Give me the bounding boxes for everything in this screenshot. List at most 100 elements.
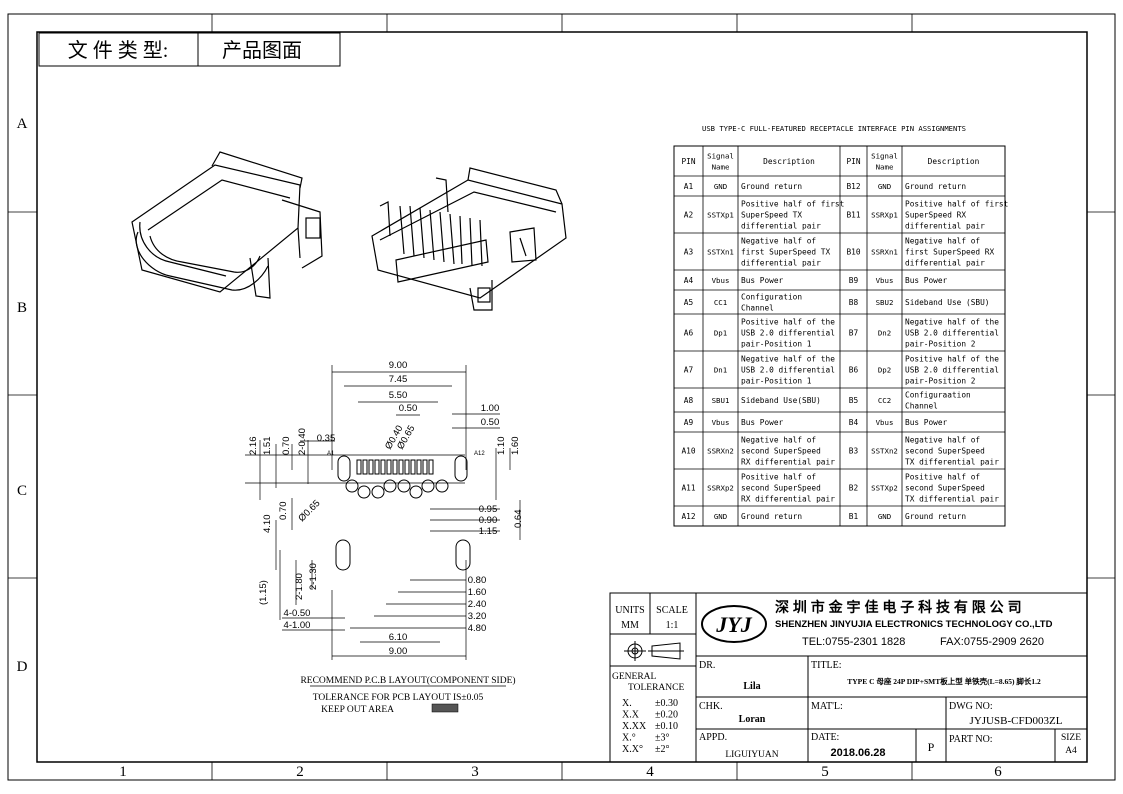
scale-label: SCALE	[656, 605, 688, 616]
pin-table-cell: A5	[684, 298, 694, 307]
frame-row-letter: A	[17, 116, 28, 132]
pin-table-cell: Dn2	[878, 329, 891, 338]
pin-table-cell: A1	[684, 182, 694, 191]
tolerance-format: X.	[622, 698, 632, 709]
dim-1-51: 1.51	[262, 437, 273, 456]
dim-0-70-mid: 0.70	[278, 502, 289, 521]
pin-table-cell: A11	[681, 484, 695, 493]
pin-table-cell: A3	[684, 248, 694, 257]
pin-table-cell: Vbus	[876, 276, 894, 285]
pin-table-header: Description	[763, 157, 815, 166]
pin-table-cell: A4	[684, 276, 694, 285]
pin-table-cell: Ground return	[741, 182, 802, 191]
frame-row-letter: C	[17, 483, 27, 499]
pin-table-cell: B12	[846, 182, 860, 191]
title-block: UNITS MM SCALE 1:1 GENERAL TOLERANCE X.±…	[609, 592, 1088, 763]
company-name-cn: 深 圳 市 金 宇 佳 电 子 科 技 有 限 公 司	[775, 599, 1022, 615]
dim-2-1-80: 2-1.80	[294, 573, 305, 600]
pcb-layout: 9.00 7.45 5.50 0.50 1.00 0.50 0.35 2.16 …	[245, 360, 524, 715]
tolerance-value: ±0.10	[655, 721, 678, 732]
dim-0-95: 0.95	[479, 504, 498, 515]
dr-value: Lila	[743, 681, 760, 692]
pin-table-header: PIN	[681, 157, 695, 166]
pin-table-cell: Vbus	[712, 418, 730, 427]
pin-table-cell: SSTXn2	[871, 447, 898, 456]
pin-table-header: Description	[928, 157, 980, 166]
tolerance-list: X.±0.30X.X±0.20X.XX±0.10X.°±3°X.X°±2°	[622, 698, 678, 755]
pin-table-cell: B5	[849, 396, 859, 405]
frame-col-number: 2	[296, 764, 304, 780]
connector-iso-view-rear	[371, 167, 567, 311]
pin-table-cell: B11	[846, 211, 860, 220]
frame-col-number: 5	[821, 764, 829, 780]
tolerance-value: ±3°	[655, 733, 670, 744]
pcb-tolerance-note: TOLERANCE FOR PCB LAYOUT IS±0.05	[313, 693, 484, 703]
pin-table-cell: Vbus	[712, 276, 730, 285]
pin-table-cell: SSTXp2	[871, 484, 898, 493]
revision-value: P	[928, 740, 935, 754]
tolerance-format: X.X	[622, 710, 640, 721]
pin-table-cell: B8	[849, 298, 859, 307]
pin-table-cell: SBU1	[712, 396, 730, 405]
pin-table-cell: GND	[878, 512, 891, 521]
dwg-label: DWG NO:	[949, 701, 993, 712]
frame-col-number: 4	[646, 764, 654, 780]
dim-hole-0-65-mid: Ø0.65	[296, 498, 322, 524]
date-value: 2018.06.28	[830, 747, 885, 759]
frame-row-letter: B	[17, 300, 27, 316]
pin-table-cell: Bus Power	[905, 276, 948, 285]
dim-0-70: 0.70	[281, 437, 292, 456]
pin-table-title: USB TYPE-C FULL-FEATURED RECEPTACLE INTE…	[702, 124, 966, 133]
pin-table-cell: Bus Power	[905, 418, 948, 427]
pin-table-cell: A9	[684, 418, 694, 427]
company-logo: JYJ	[701, 605, 767, 643]
tolerance-label: TOLERANCE	[628, 683, 684, 693]
dim-2-40: 2.40	[468, 599, 487, 610]
pin-label-a1: A1	[327, 451, 335, 457]
pin-table-cell: GND	[714, 182, 727, 191]
pin-table-cell: B1	[849, 512, 859, 521]
smt-pad-row	[356, 459, 434, 475]
doc-type-value: 产品图面	[222, 39, 302, 62]
size-label: SIZE	[1061, 733, 1081, 743]
pin-table-cell: B2	[849, 484, 859, 493]
pin-table-cell: Bus Power	[741, 418, 784, 427]
dim-5-50: 5.50	[389, 390, 408, 401]
dim-1-60-low: 1.60	[468, 587, 487, 598]
tolerance-value: ±2°	[655, 744, 670, 755]
outer-frame	[7, 13, 1116, 781]
doc-type-label: 文 件 类 型:	[68, 39, 169, 62]
pin-table-cell: A12	[681, 512, 695, 521]
pin-table-cell: Dp2	[878, 366, 891, 375]
company-tel: TEL:0755-2301 1828	[802, 636, 905, 648]
dim-4-10: 4.10	[262, 515, 273, 534]
dim-1-60: 1.60	[510, 437, 521, 456]
pin-table-cell: B9	[849, 276, 859, 285]
chk-value: Loran	[739, 714, 766, 725]
size-value: A4	[1065, 746, 1077, 756]
title-value: TYPE C 母座 24P DIP+SMT板上型 单铁壳(L=8.65) 脚长1…	[847, 676, 1041, 686]
date-label: DATE:	[811, 732, 839, 743]
keepout-note: KEEP OUT AREA	[321, 705, 394, 715]
pin-table-cell: Bus Power	[741, 276, 784, 285]
pin-table-cell: B3	[849, 447, 859, 456]
keepout-swatch	[431, 703, 459, 713]
units-value: MM	[621, 620, 639, 631]
tolerance-format: X.X°	[622, 744, 643, 755]
pin-table-cell: A8	[684, 396, 694, 405]
dim-0-35: 0.35	[317, 433, 336, 444]
dim-4-80: 4.80	[468, 623, 487, 634]
dr-label: DR.	[699, 660, 715, 671]
pin-table-cell: A7	[684, 366, 694, 375]
tolerance-format: X.XX	[622, 721, 647, 732]
dim-1-10: 1.10	[496, 437, 507, 456]
chk-label: CHK.	[699, 701, 723, 712]
pin-table-cell: Ground return	[741, 512, 802, 521]
